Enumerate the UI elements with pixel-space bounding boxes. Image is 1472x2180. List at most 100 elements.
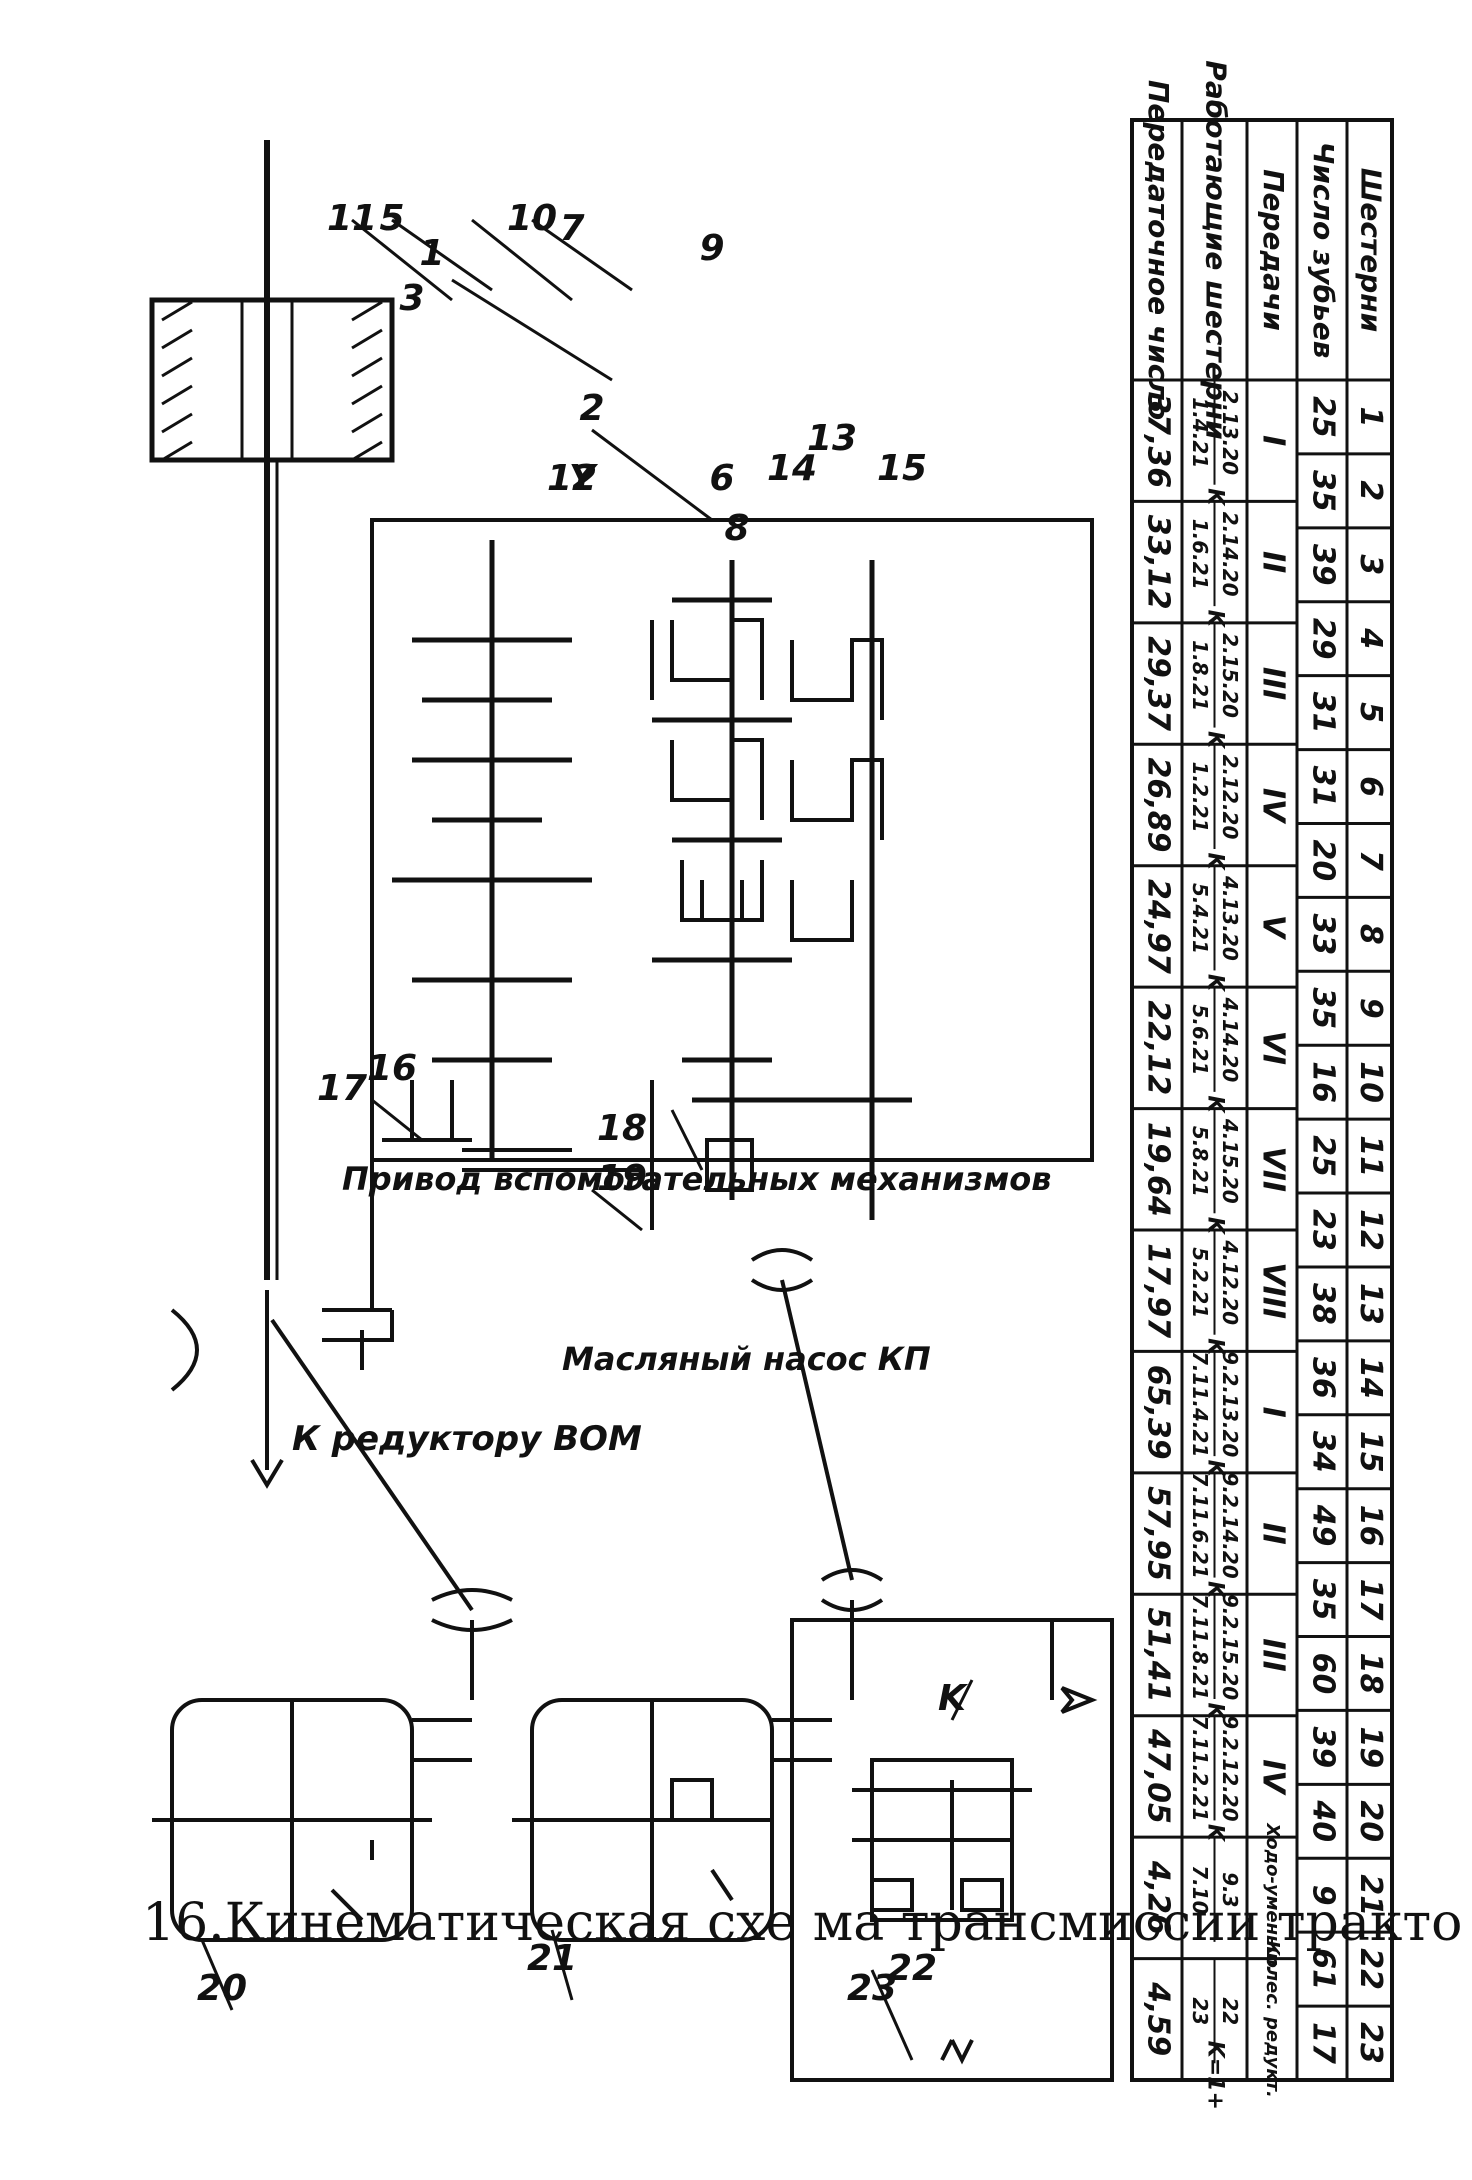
gear-number-cell: 22 — [1353, 1948, 1388, 1990]
teeth-count-cell: 36 — [1306, 1357, 1341, 1399]
teeth-count-cell: 29 — [1306, 618, 1341, 660]
gear-range-cell: III — [1256, 667, 1291, 701]
gear-range-cell: Колес. редукт. — [1262, 1941, 1283, 2098]
part-number-21: 21 — [527, 1938, 577, 1979]
gear-number-cell: 14 — [1353, 1357, 1388, 1399]
working-gears-top: 2.14.20 — [1218, 512, 1242, 597]
teeth-count-cell: 35 — [1306, 470, 1341, 512]
ratio-cell: 22,12 — [1141, 1000, 1176, 1095]
teeth-count-cell: 34 — [1306, 1431, 1341, 1473]
part-number-10: 10 — [507, 198, 557, 239]
row-label-gear_range: Передачи — [1257, 169, 1290, 331]
working-gears-bottom: 7.11.4.21 — [1188, 1351, 1212, 1457]
working-gears-k: K — [1203, 1702, 1228, 1721]
working-gears-bottom: 1.6.21 — [1188, 519, 1212, 590]
gear-number-cell: 23 — [1353, 2022, 1388, 2064]
working-gears-k: K=1+ — [1203, 2041, 1228, 2110]
working-gears-top: 9.3 — [1218, 1872, 1242, 1907]
label-oil-pump: Масляный насос КП — [562, 1340, 931, 1378]
working-gears-k: K — [1203, 1217, 1228, 1236]
working-gears-bottom: 7.10 — [1188, 1865, 1212, 1914]
working-gears-k: K — [1203, 610, 1228, 629]
diagram-annotations: Привод вспомогательных механизмов К реду… — [292, 1160, 1051, 1459]
gear-number-cell: 20 — [1353, 1800, 1388, 1842]
ratio-cell: 65,39 — [1141, 1365, 1176, 1460]
working-gears-k: K — [1203, 1460, 1228, 1479]
row-label-working_gears: Работающие шестерни — [1200, 60, 1233, 439]
working-gears-k: K — [1203, 852, 1228, 871]
part-number-18: 18 — [597, 1108, 647, 1149]
gear-range-cell: Ходо-уменьш. — [1262, 1822, 1283, 1972]
gear-range-cell: IV — [1256, 788, 1291, 825]
teeth-count-cell: 9 — [1306, 1885, 1341, 1906]
gear-set-upper — [392, 637, 592, 1063]
teeth-count-cell: 20 — [1306, 840, 1341, 882]
ratio-cell: 33,12 — [1141, 515, 1176, 610]
part-number-14: 14 — [767, 448, 817, 489]
working-gears-k: K — [1203, 731, 1228, 750]
teeth-count-cell: 25 — [1306, 396, 1341, 438]
gear-number-cell: 19 — [1353, 1727, 1388, 1769]
working-gears-k: K — [1203, 1095, 1228, 1114]
gear-range-cell: II — [1256, 1522, 1291, 1544]
ratio-cell: 17,97 — [1141, 1243, 1176, 1338]
gear-range-cell: II — [1256, 551, 1291, 573]
part-number-13: 13 — [807, 418, 857, 459]
working-gears-bottom: 7.11.8.21 — [1188, 1594, 1212, 1700]
gear-number-cell: 11 — [1353, 1135, 1388, 1177]
front-axle-final-drive — [152, 1698, 472, 1942]
ratio-cell: 4,26 — [1141, 1860, 1176, 1935]
working-gears-bottom: 5.2.21 — [1188, 1247, 1212, 1318]
working-gears-k: K — [1203, 1581, 1228, 1600]
gear-range-cell: VI — [1256, 1031, 1291, 1065]
teeth-count-cell: 39 — [1306, 1727, 1341, 1769]
arrow-icon — [250, 1458, 284, 1489]
teeth-count-cell: 35 — [1306, 1579, 1341, 1621]
part-number-16: 16 — [367, 1048, 417, 1089]
ratio-cell: 51,41 — [1141, 1608, 1176, 1703]
row-label-teeth: Число зубьев — [1307, 142, 1340, 359]
cardan-shaft-rear — [780, 1279, 854, 1581]
kinematic-scheme — [149, 140, 1114, 2082]
ratio-cell: 29,37 — [1141, 636, 1176, 731]
ratio-cell: 4,59 — [1141, 1981, 1176, 2056]
ratio-cell: 26,89 — [1141, 758, 1176, 853]
gear-number-cell: 9 — [1353, 998, 1388, 1019]
label-pto-reducer: К редуктору ВОМ — [292, 1419, 642, 1459]
ratio-cell: 37,36 — [1141, 393, 1176, 488]
part-number-1: 1 — [419, 233, 444, 274]
row-label-ratio: Передаточное число — [1142, 80, 1175, 420]
gear-number-cell: 6 — [1353, 776, 1388, 797]
part-number-9: 9 — [699, 228, 724, 269]
part-number-23: 23 — [847, 1968, 897, 2009]
working-gears-bottom: 5.4.21 — [1188, 883, 1212, 954]
gear-range-cell: I — [1256, 435, 1291, 446]
part-number-Y: Y — [569, 458, 599, 499]
part-number-8: 8 — [724, 508, 749, 549]
working-gears-top: 9.2.13.20 — [1218, 1351, 1242, 1457]
teeth-count-cell: 25 — [1306, 1135, 1341, 1177]
engine-clutch — [149, 297, 395, 463]
part-number-K: K — [938, 1678, 969, 1719]
ratio-cell: 47,05 — [1141, 1728, 1176, 1824]
working-gears-bottom: 7.11.2.21 — [1188, 1715, 1212, 1821]
gear-number-cell: 1 — [1353, 407, 1388, 428]
part-number-3: 3 — [399, 278, 424, 319]
working-gears-top: 2.15.20 — [1218, 633, 1242, 718]
gear-number-cell: 7 — [1353, 850, 1388, 871]
working-gears-bottom: 1.8.21 — [1188, 640, 1212, 711]
teeth-count-cell: 23 — [1306, 1209, 1341, 1251]
gear-number-cell: 5 — [1353, 702, 1388, 723]
gear-number-cell: 15 — [1353, 1431, 1388, 1473]
gear-number-cell: 21 — [1353, 1874, 1388, 1916]
gear-range-cell: IV — [1256, 1759, 1291, 1796]
pto-clutch — [322, 1308, 394, 1370]
teeth-count-cell: 17 — [1306, 2022, 1341, 2064]
gear-range-cell: V — [1256, 915, 1291, 941]
part-number-19: 19 — [597, 1158, 647, 1199]
working-gears-bottom: 1.4.21 — [1188, 397, 1212, 468]
